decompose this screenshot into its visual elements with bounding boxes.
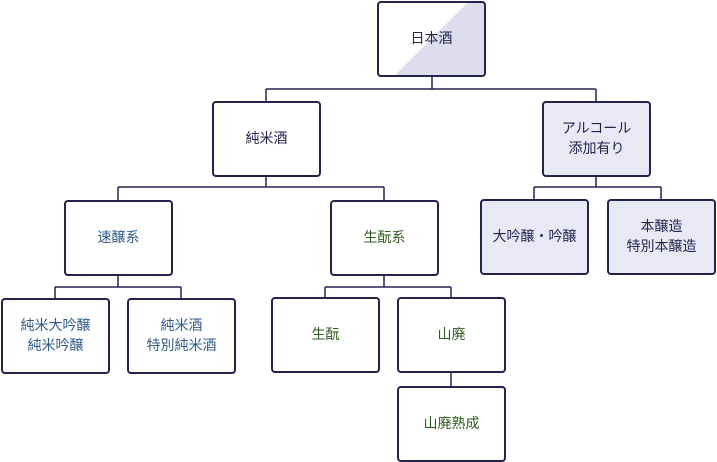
node-junmai-tokubetsu: 純米酒 特別純米酒 — [127, 298, 236, 374]
node-yamahai-label: 山廃 — [437, 327, 466, 343]
node-junmai-daiginjo: 純米大吟醸 純米吟醸 — [1, 298, 110, 374]
node-junmaishu: 純米酒 — [212, 101, 321, 177]
connector-kimoto-group — [324, 276, 452, 298]
connector-sokujo — [54, 276, 182, 298]
node-honjozo-label: 本醸造 特別本醸造 — [626, 219, 697, 255]
node-yamahai: 山廃 — [397, 297, 506, 373]
node-junmaishu-label: 純米酒 — [245, 131, 288, 147]
node-junmai-tokubetsu-label: 純米酒 特別純米酒 — [146, 318, 217, 354]
node-kimoto-group: 生酛系 — [330, 200, 439, 276]
node-nihonshu: 日本酒 — [377, 1, 486, 77]
node-daiginjo-ginjo: 大吟醸・吟醸 — [480, 199, 589, 275]
node-sokujo: 速醸系 — [64, 200, 173, 276]
node-yamahai-jukusei-label: 山廃熟成 — [423, 416, 480, 432]
node-honjozo: 本醸造 特別本醸造 — [607, 199, 716, 275]
node-yamahai-jukusei: 山廃熟成 — [397, 386, 506, 462]
connector-alcohol — [533, 177, 662, 200]
connector-root — [265, 77, 597, 101]
connector-junmaishu — [117, 177, 385, 200]
node-junmai-daiginjo-label: 純米大吟醸 純米吟醸 — [20, 318, 91, 354]
node-kimoto: 生酛 — [271, 297, 380, 373]
node-daiginjo-ginjo-label: 大吟醸・吟醸 — [492, 229, 577, 245]
node-alcohol-added: アルコール 添加有り — [542, 101, 651, 177]
node-kimoto-label: 生酛 — [311, 327, 340, 343]
node-kimoto-group-label: 生酛系 — [363, 230, 406, 246]
node-alcohol-added-label: アルコール 添加有り — [561, 121, 632, 157]
node-nihonshu-label: 日本酒 — [410, 31, 453, 47]
node-sokujo-label: 速醸系 — [97, 230, 140, 246]
